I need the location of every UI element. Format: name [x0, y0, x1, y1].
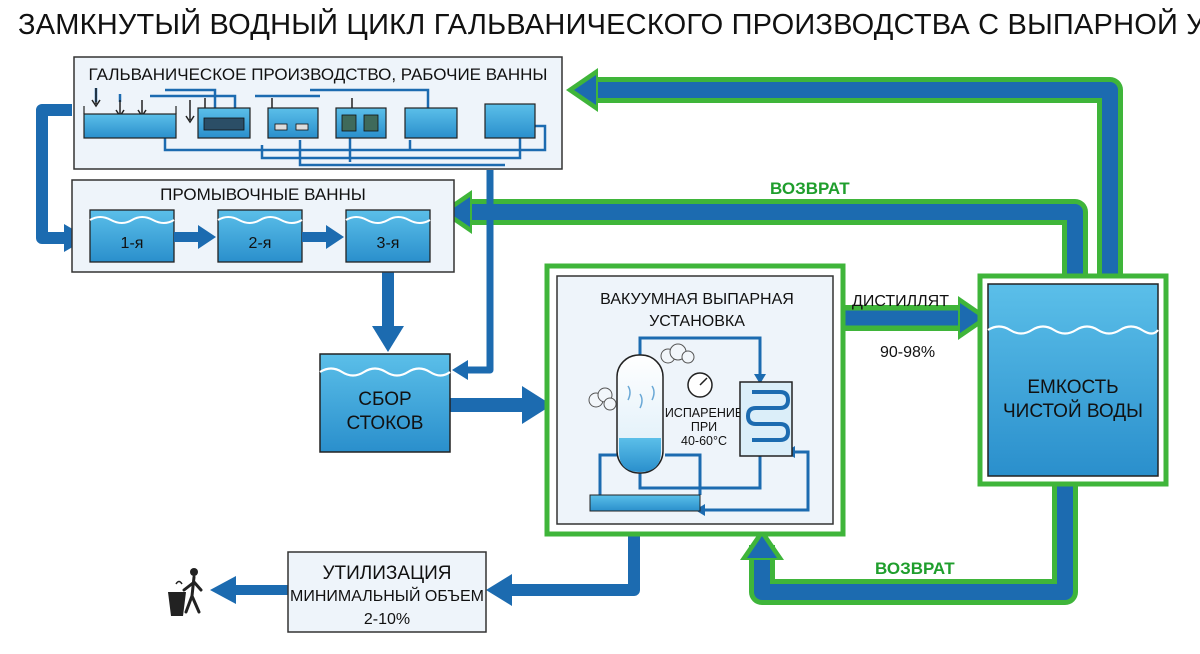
rinse-tank-2-label: 2-я	[249, 235, 272, 252]
collection-tank: СБОР СТОКОВ	[319, 353, 451, 453]
diagram-title: ЗАМКНУТЫЙ ВОДНЫЙ ЦИКЛ ГАЛЬВАНИЧЕСКОГО ПР…	[18, 7, 1200, 41]
evaporator-title-1: ВАКУУМНАЯ ВЫПАРНАЯ	[600, 291, 794, 308]
rinse-tank-1: 1-я	[89, 209, 175, 263]
pipe-galvanic-drain	[452, 170, 494, 380]
collection-label-2: СТОКОВ	[347, 413, 424, 434]
collection-label-1: СБОР	[358, 389, 411, 410]
steam-cloud-icon	[660, 343, 695, 364]
evaporator-column	[616, 354, 664, 474]
pipe-evaporator-to-disposal	[486, 535, 640, 606]
vapor-icon	[588, 387, 617, 411]
trash-bin-icon	[168, 568, 203, 616]
rinse-tank-3: 3-я	[345, 209, 431, 263]
return-loop-top	[566, 68, 1123, 290]
return-loop-bottom	[740, 475, 1078, 605]
evaporation-note-2: ПРИ	[691, 420, 717, 434]
disposal-label-1: УТИЛИЗАЦИЯ	[322, 563, 451, 584]
condenser-coil	[739, 381, 793, 457]
disposal-box: УТИЛИЗАЦИЯ МИНИМАЛЬНЫЙ ОБЪЕМ 2-10%	[287, 551, 487, 633]
rinse-panel-title: ПРОМЫВОЧНЫЕ ВАННЫ	[160, 185, 366, 204]
disposal-label-2: МИНИМАЛЬНЫЙ ОБЪЕМ	[290, 586, 484, 605]
work-bath-2	[197, 107, 251, 139]
rinse-panel: ПРОМЫВОЧНЫЕ ВАННЫ 1-я 2-я 3-я	[71, 179, 455, 273]
return-label-bottom: ВОЗВРАТ	[875, 559, 955, 578]
evaporator-title-2: УСТАНОВКА	[649, 313, 745, 330]
evaporation-note-3: 40-60°C	[681, 434, 727, 448]
rinse-tank-1-label: 1-я	[121, 235, 144, 252]
pipe-collection-to-evaporator	[450, 386, 552, 424]
disposal-label-3: 2-10%	[364, 611, 410, 628]
return-loop-mid	[440, 190, 1088, 290]
work-bath-6	[484, 103, 536, 139]
evaporator-unit: ВАКУУМНАЯ ВЫПАРНАЯ УСТАНОВКА	[544, 263, 846, 537]
rinse-tank-3-label: 3-я	[377, 235, 400, 252]
rinse-tank-2: 2-я	[217, 209, 303, 263]
clean-tank-label-2: ЧИСТОЙ ВОДЫ	[1003, 400, 1143, 422]
galvanic-panel-title: ГАЛЬВАНИЧЕСКОЕ ПРОИЗВОДСТВО, РАБОЧИЕ ВАН…	[89, 65, 548, 84]
pressure-gauge-icon	[687, 372, 713, 398]
return-label-top: ВОЗВРАТ	[770, 179, 850, 198]
work-bath-1	[83, 106, 177, 139]
work-bath-3	[267, 107, 319, 139]
distillate-label: ДИСТИЛЛЯТ	[852, 293, 949, 310]
galvanic-panel: ГАЛЬВАНИЧЕСКОЕ ПРОИЗВОДСТВО, РАБОЧИЕ ВАН…	[73, 56, 563, 170]
work-bath-4	[335, 107, 387, 139]
clean-tank-label-1: ЕМКОСТЬ	[1027, 377, 1118, 398]
distillate-arrow	[840, 296, 990, 340]
distillate-percent: 90-98%	[880, 344, 935, 361]
pipe-rinse-to-collection	[372, 265, 404, 352]
evaporation-note-1: ИСПАРЕНИЕ	[665, 406, 743, 420]
work-bath-5	[404, 107, 458, 139]
pipe-disposal-to-trash	[210, 576, 288, 604]
clean-water-tank: ЕМКОСТЬ ЧИСТОЙ ВОДЫ	[977, 273, 1169, 487]
rinse-flow-arrows	[174, 225, 344, 249]
